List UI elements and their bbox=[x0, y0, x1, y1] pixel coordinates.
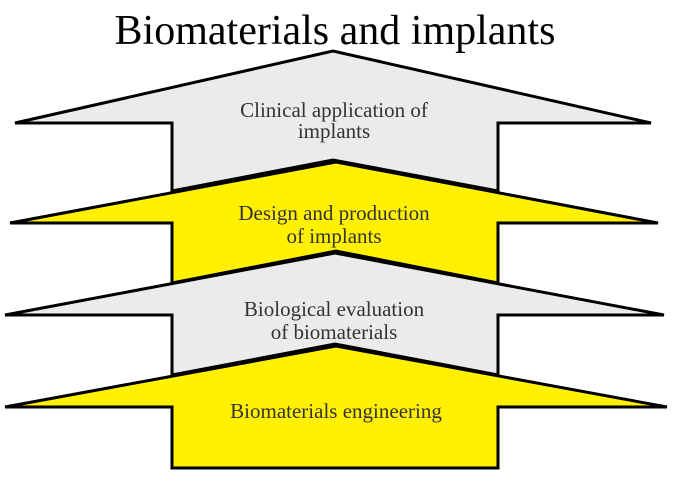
arrow-label-clinical-application-line1: Clinical application of bbox=[240, 98, 428, 122]
arrow-shape-design-production bbox=[9, 160, 659, 285]
arrow-shape-clinical-application bbox=[14, 49, 652, 193]
arrow-label-clinical-application-line2: implants bbox=[298, 119, 370, 143]
arrow-label-biomaterials-engineering: Biomaterials engineering bbox=[230, 399, 442, 423]
arrow-label-design-production-line2: of implants bbox=[286, 224, 381, 248]
arrow-label-design-production-line1: Design and production bbox=[238, 201, 430, 225]
page-title: Biomaterials and implants bbox=[115, 8, 556, 54]
arrow-shape-biomaterials-engineering bbox=[4, 344, 668, 470]
arrow-label-biological-evaluation-line2: of biomaterials bbox=[271, 320, 398, 344]
arrow-label-biological-evaluation-line1: Biological evaluation bbox=[244, 297, 425, 321]
arrow-shape-biological-evaluation bbox=[4, 251, 665, 377]
